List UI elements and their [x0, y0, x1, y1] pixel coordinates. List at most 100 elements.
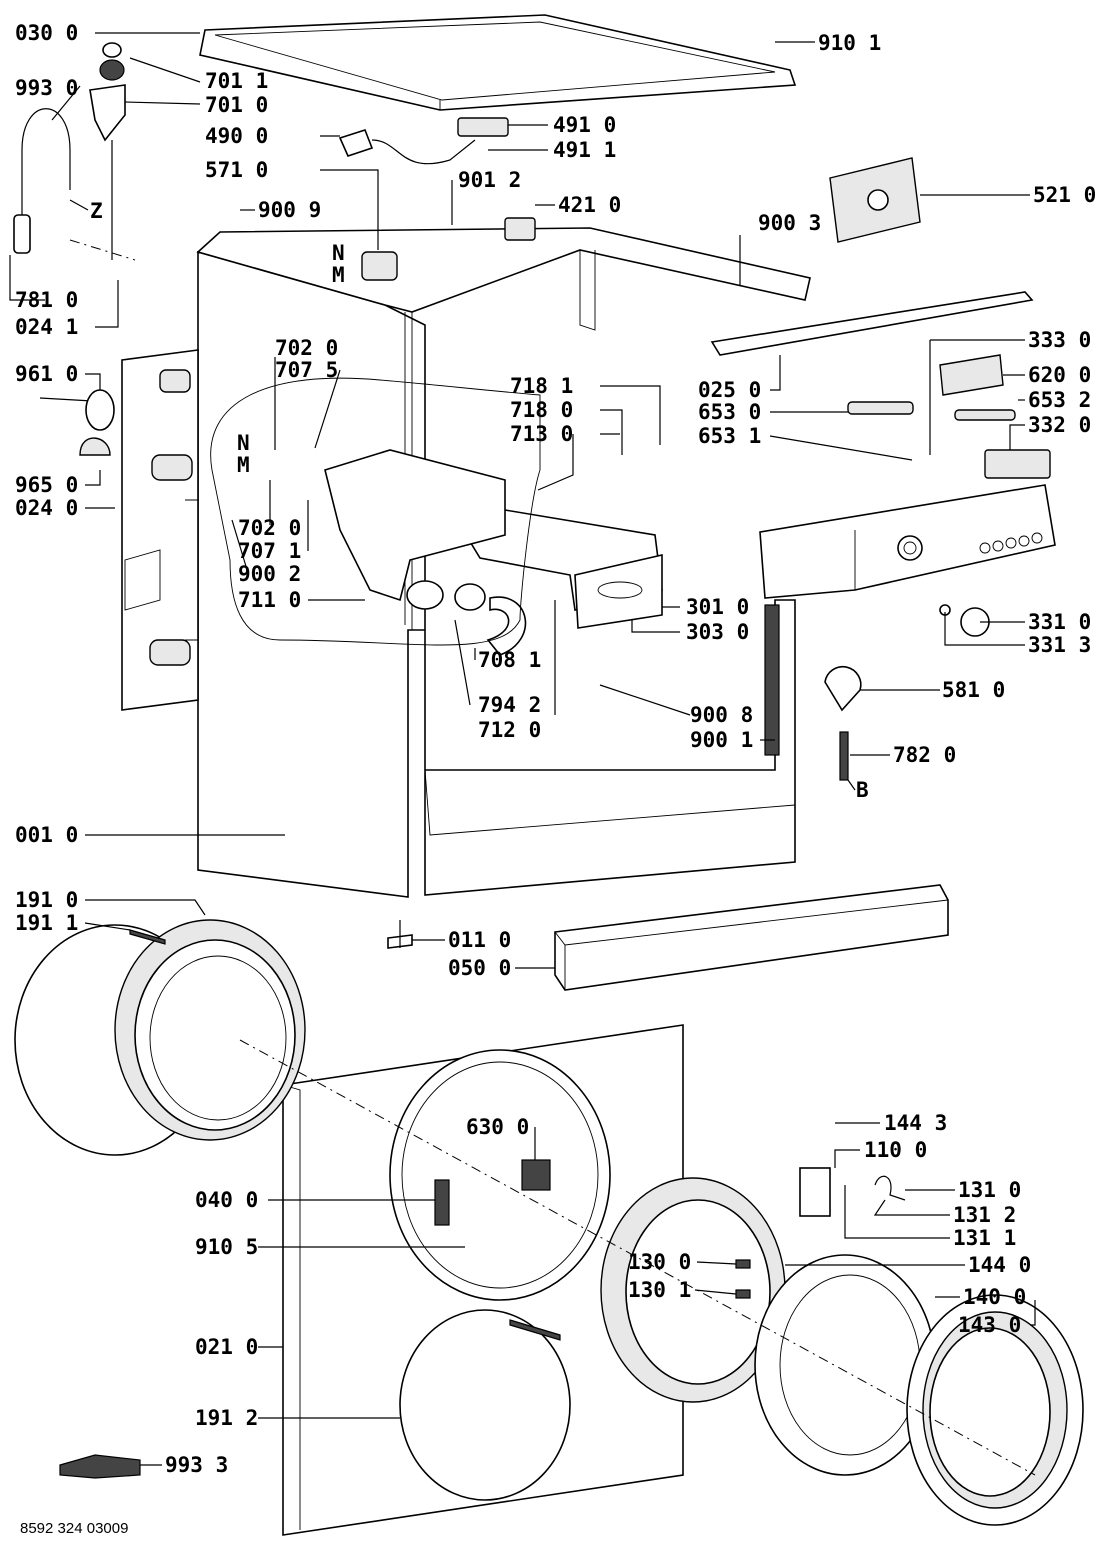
callout-901-2: 901 2: [458, 168, 521, 192]
callout-Z: Z: [90, 199, 103, 223]
callout-332-0: 332 0: [1028, 413, 1091, 437]
callout-491-1: 491 1: [553, 138, 616, 162]
callout-N-top: N: [332, 241, 345, 265]
callout-794-2: 794 2: [478, 693, 541, 717]
callout-labels: 030 0 910 1 993 0 701 1 701 0 490 0 491 …: [15, 21, 1096, 1477]
callout-910-5: 910 5: [195, 1235, 258, 1259]
callout-711-0: 711 0: [238, 588, 301, 612]
callout-900-9: 900 9: [258, 198, 321, 222]
callout-701-1: 701 1: [205, 69, 268, 93]
callout-781-0: 781 0: [15, 288, 78, 312]
door-outer-143-0: [906, 1294, 1084, 1526]
callout-131-0: 131 0: [958, 1178, 1021, 1202]
callout-707-1: 707 1: [238, 539, 301, 563]
callout-900-3: 900 3: [758, 211, 821, 235]
callout-900-2: 900 2: [238, 562, 301, 586]
bellows-794-2: [454, 583, 527, 656]
callout-993-0: 993 0: [15, 76, 78, 100]
handle-110-0: [799, 1167, 831, 1217]
callout-653-1: 653 1: [698, 424, 761, 448]
rod-782-0: [839, 731, 849, 781]
callout-140-0: 140 0: [963, 1285, 1026, 1309]
callout-191-1: 191 1: [15, 911, 78, 935]
pressure-switch-581-0: [824, 665, 862, 712]
axis-line-inlet: [69, 239, 136, 261]
callout-110-0: 110 0: [864, 1138, 927, 1162]
callout-191-0: 191 0: [15, 888, 78, 912]
callout-130-1: 130 1: [628, 1278, 691, 1302]
callout-702-0-lower: 702 0: [238, 516, 301, 540]
callout-900-8: 900 8: [690, 703, 753, 727]
air-trap-701-0: [89, 42, 126, 260]
callout-521-0: 521 0: [1033, 183, 1096, 207]
detergent-drawer-303-0: [453, 509, 663, 629]
callout-303-0: 303 0: [686, 620, 749, 644]
door-glass-140-0: [754, 1254, 936, 1476]
callout-961-0: 961 0: [15, 362, 78, 386]
callout-011-0: 011 0: [448, 928, 511, 952]
callout-331-0: 331 0: [1028, 610, 1091, 634]
group-boundary: [210, 377, 541, 646]
callout-490-0: 490 0: [205, 124, 268, 148]
rear-panel-024-0: [121, 349, 199, 711]
callout-707-5: 707 5: [275, 358, 338, 382]
pcb-521-0: [829, 157, 921, 243]
callout-301-0: 301 0: [686, 595, 749, 619]
callout-333-0: 333 0: [1028, 328, 1091, 352]
seal-hinge-131-0: [874, 1175, 906, 1201]
callout-718-1: 718 1: [510, 374, 573, 398]
callout-630-0: 630 0: [466, 1115, 529, 1139]
dispenser-housing-711-0: [324, 449, 506, 610]
hinge-040-0: [434, 1179, 450, 1226]
door-gasket-191-0: [14, 919, 306, 1156]
inlet-hose-781-0: [13, 108, 71, 254]
callout-491-0: 491 0: [553, 113, 616, 137]
spring-191-1: [129, 929, 166, 945]
callout-713-0: 713 0: [510, 422, 573, 446]
callout-718-0: 718 0: [510, 398, 573, 422]
pump-body-961-0: [85, 389, 115, 431]
power-cord-490-0: [338, 129, 476, 165]
callout-965-0: 965 0: [15, 473, 78, 497]
valve-571-0: [361, 251, 398, 281]
leader-lines: [9, 32, 1036, 1466]
callout-581-0: 581 0: [942, 678, 1005, 702]
control-panel-301-0: [759, 484, 1056, 599]
top-cover-030-0: [199, 14, 797, 111]
callout-712-0: 712 0: [478, 718, 541, 742]
callout-144-3: 144 3: [884, 1111, 947, 1135]
board-620-0: [939, 354, 1004, 396]
callout-001-0: 001 0: [15, 823, 78, 847]
callout-B: B: [856, 778, 869, 802]
callout-025-0: 025 0: [698, 378, 761, 402]
callout-N-mid: N: [237, 431, 250, 455]
spring-191-2: [509, 1319, 561, 1341]
callout-131-1: 131 1: [953, 1226, 1016, 1250]
callout-024-0: 024 0: [15, 496, 78, 520]
callout-331-3: 331 3: [1028, 633, 1091, 657]
callout-040-0: 040 0: [195, 1188, 258, 1212]
callout-653-0: 653 0: [698, 400, 761, 424]
callout-782-0: 782 0: [893, 743, 956, 767]
callout-701-0: 701 0: [205, 93, 268, 117]
door-lock-630-0: [521, 1159, 551, 1191]
axis-line-door: [239, 1039, 1036, 1476]
callout-620-0: 620 0: [1028, 363, 1091, 387]
callout-910-1: 910 1: [818, 31, 881, 55]
top-rail-025-0: [710, 291, 1034, 356]
callout-571-0: 571 0: [205, 158, 268, 182]
document-code: 8592 324 03009: [20, 1520, 129, 1537]
buttons-332-0: [984, 449, 1051, 479]
callout-144-0: 144 0: [968, 1253, 1031, 1277]
callout-130-0: 130 0: [628, 1250, 691, 1274]
front-panel-021-0: [282, 1024, 684, 1536]
callout-421-0: 421 0: [558, 193, 621, 217]
callout-143-0: 143 0: [958, 1313, 1021, 1337]
plinth-050-0: [554, 884, 949, 991]
plug-965-0: [79, 437, 111, 456]
callout-024-1: 024 1: [15, 315, 78, 339]
callout-708-1: 708 1: [478, 648, 541, 672]
callout-702-0-upper: 702 0: [275, 336, 338, 360]
door-frame-144-0: [600, 1177, 786, 1403]
